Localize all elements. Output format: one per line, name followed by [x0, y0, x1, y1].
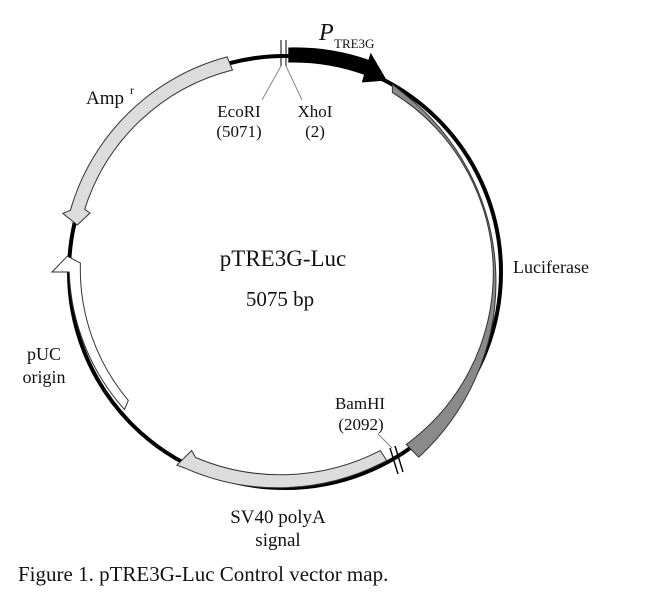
sv40-polya-arc: [175, 449, 388, 489]
sv40-label-line1: SV40 polyA: [230, 507, 326, 528]
bamhi-position: (2092): [338, 415, 383, 434]
puc-label-line1: pUC: [27, 344, 61, 364]
bamhi-tick: [394, 445, 404, 473]
plasmid-name: pTRE3G-Luc: [220, 246, 346, 271]
figure-caption: Figure 1. pTRE3G-Luc Control vector map.: [18, 562, 389, 586]
xhoi-leader: [285, 65, 303, 101]
sv40-label-line2: signal: [255, 530, 300, 551]
promoter-label-sub: TRE3G: [334, 36, 374, 51]
luciferase-label: Luciferase: [513, 257, 589, 277]
bamhi-name: BamHI: [335, 394, 385, 413]
ampr-arc: [61, 56, 234, 226]
ecori-leader: [261, 65, 282, 101]
ecori-position: (5071): [216, 122, 261, 141]
promoter-label-p: P: [318, 20, 334, 46]
luciferase-arc: [391, 83, 497, 458]
bamhi-leader: [377, 433, 393, 449]
puc-label-line2: origin: [23, 367, 66, 387]
promoter-arrow: [288, 47, 387, 83]
xhoi-position: (2): [305, 122, 325, 141]
bamhi-tick-2: [389, 447, 399, 475]
puc-origin-arc: [50, 255, 129, 411]
ampr-label: Amp: [86, 88, 124, 109]
plasmid-size: 5075 bp: [246, 287, 314, 311]
xhoi-name: XhoI: [298, 102, 333, 121]
ampr-superscript: r: [130, 83, 134, 97]
ecori-name: EcoRI: [217, 102, 261, 121]
